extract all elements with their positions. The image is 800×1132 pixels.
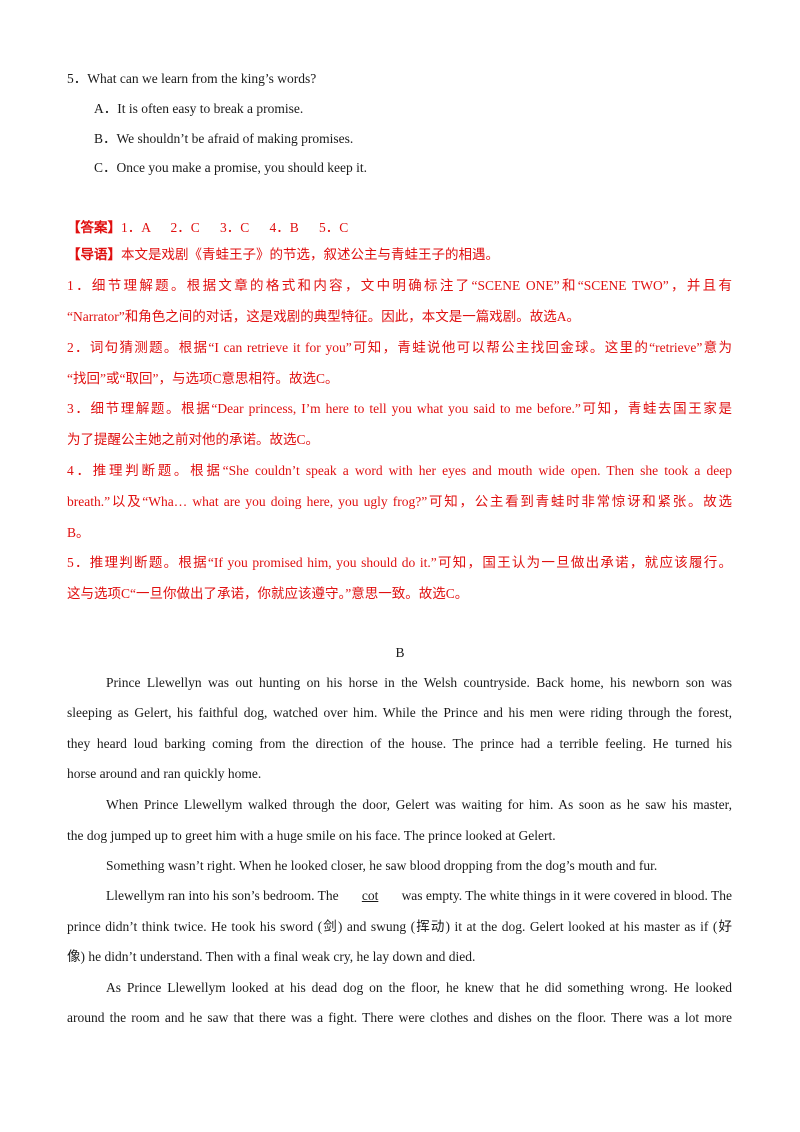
explanation-line: B。 — [67, 525, 90, 540]
passage-line: horse around and ran quickly home. — [67, 766, 262, 781]
explanation-line: “找回”或“取回”，与选项C意思相符。故选C。 — [67, 371, 339, 386]
passage-fragment: was empty. The white things in it were c… — [401, 888, 732, 903]
passage-line: 像) he didn’t understand. Then with a fin… — [67, 949, 476, 964]
question-5-option-b: B．We shouldn’t be afraid of making promi… — [94, 131, 354, 146]
passage-line: sleeping as Gelert, his faithful dog, wa… — [67, 705, 732, 720]
answer-label: 【答案】 — [67, 220, 121, 235]
explanation-line: 4．推理判断题。根据“She couldn’t speak a word wit… — [67, 463, 732, 478]
answer-values: 1．A 2．C 3．C 4．B 5．C — [121, 220, 349, 235]
passage-line: the dog jumped up to greet him with a hu… — [67, 828, 556, 843]
explanation-line: “Narrator”和角色之间的对话，这是戏剧的典型特征。因此，本文是一篇戏剧。… — [67, 309, 580, 324]
question-5-option-c: C．Once you make a promise, you should ke… — [94, 160, 367, 175]
explanation-line: 5．推理判断题。根据“If you promised him, you shou… — [67, 555, 732, 570]
guide-label: 【导语】 — [67, 247, 121, 262]
passage-line: prince didn’t think twice. He took his s… — [67, 919, 732, 934]
guide: 【导语】本文是戏剧《青蛙王子》的节选，叙述公主与青蛙王子的相遇。 — [67, 245, 499, 265]
answer-key: 【答案】1．A 2．C 3．C 4．B 5．C — [67, 218, 348, 238]
passage-line: As Prince Llewellym looked at his dead d… — [106, 980, 732, 995]
explanation-line: breath.”以及“Wha… what are you doing here,… — [67, 494, 732, 509]
passage-line: around the room and he saw that there wa… — [67, 1010, 732, 1025]
passage-line: Something wasn’t right. When he looked c… — [106, 858, 658, 873]
passage-line: they heard loud barking coming from the … — [67, 736, 732, 751]
underlined-word: cot — [361, 888, 379, 903]
explanation-line: 2．词句猜测题。根据“I can retrieve it for you”可知，… — [67, 340, 732, 355]
guide-text: 本文是戏剧《青蛙王子》的节选，叙述公主与青蛙王子的相遇。 — [121, 247, 499, 262]
passage-heading: B — [395, 645, 405, 660]
explanation-line: 这与选项C“一旦你做出了承诺，你就应该遵守。”意思一致。故选C。 — [67, 586, 469, 601]
passage-fragment: Llewellym ran into his son’s bedroom. Th… — [106, 888, 339, 903]
explanation-line: 3．细节理解题。根据“Dear princess, I’m here to te… — [67, 401, 732, 416]
question-5-stem: 5．What can we learn from the king’s word… — [67, 71, 317, 86]
passage-line: When Prince Llewellym walked through the… — [106, 797, 732, 812]
explanation-line: 为了提醒公主她之前对他的承诺。故选C。 — [67, 432, 320, 447]
passage-line: Llewellym ran into his son’s bedroom. Th… — [106, 886, 732, 906]
explanation-line: 1．细节理解题。根据文章的格式和内容，文中明确标注了“SCENE ONE”和“S… — [67, 278, 732, 293]
question-5-option-a: A．It is often easy to break a promise. — [94, 101, 304, 116]
passage-line: Prince Llewellyn was out hunting on his … — [106, 675, 732, 690]
